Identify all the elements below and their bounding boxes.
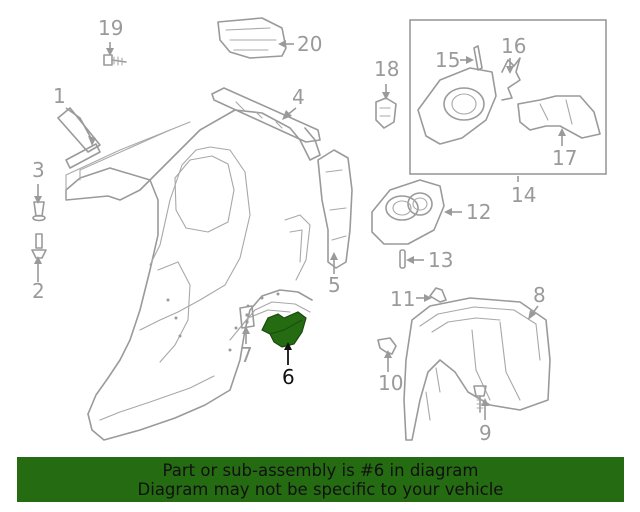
callout-13: 13	[428, 248, 453, 272]
callout-10: 10	[378, 371, 403, 395]
callout-4: 4	[292, 85, 305, 109]
part-1-molding	[57, 107, 101, 169]
callout-19: 19	[98, 16, 123, 40]
part-13-pin	[399, 249, 406, 269]
part-6-highlighted	[261, 311, 307, 348]
callout-5: 5	[328, 273, 341, 297]
leader-arrows	[34, 40, 566, 420]
callout-8: 8	[533, 283, 546, 307]
info-banner: Part or sub-assembly is #6 in diagram Di…	[17, 457, 624, 502]
part-12-housing	[371, 179, 445, 245]
banner-background	[17, 457, 624, 502]
part-9-bolt	[473, 385, 487, 413]
part-7-bracket	[239, 305, 255, 329]
part-11-pin	[429, 287, 447, 303]
callout-11: 11	[390, 287, 415, 311]
callout-18: 18	[374, 57, 399, 81]
banner-line-1: Part or sub-assembly is #6 in diagram	[162, 460, 479, 480]
callout-14: 14	[511, 183, 536, 207]
callout-6: 6	[282, 365, 295, 389]
callout-9: 9	[479, 421, 492, 445]
quarter-panel	[65, 109, 321, 441]
callout-2: 2	[32, 279, 45, 303]
callout-1: 1	[53, 84, 66, 108]
part-5-reinforcement	[317, 149, 353, 269]
part-3-clip	[32, 201, 46, 222]
part-4-rail	[211, 87, 321, 143]
callout-17: 17	[552, 146, 577, 170]
callout-labels: 1 2 3 4 5 6 7 8 9 10 11 12 13 14 15 16 1…	[32, 16, 577, 445]
callout-7: 7	[240, 343, 253, 367]
callout-3: 3	[32, 158, 45, 182]
callout-12: 12	[466, 200, 491, 224]
part-18-actuator	[375, 97, 397, 129]
part-19-screw	[103, 54, 127, 66]
banner-line-2: Diagram may not be specific to your vehi…	[137, 479, 504, 499]
part-8-liner	[403, 297, 551, 441]
part-10-clip	[377, 337, 397, 355]
part-2-fastener	[31, 233, 47, 259]
callout-20: 20	[297, 32, 322, 56]
callout-15: 15	[435, 48, 460, 72]
part-20-bracket	[217, 17, 287, 59]
callout-16: 16	[501, 34, 526, 58]
